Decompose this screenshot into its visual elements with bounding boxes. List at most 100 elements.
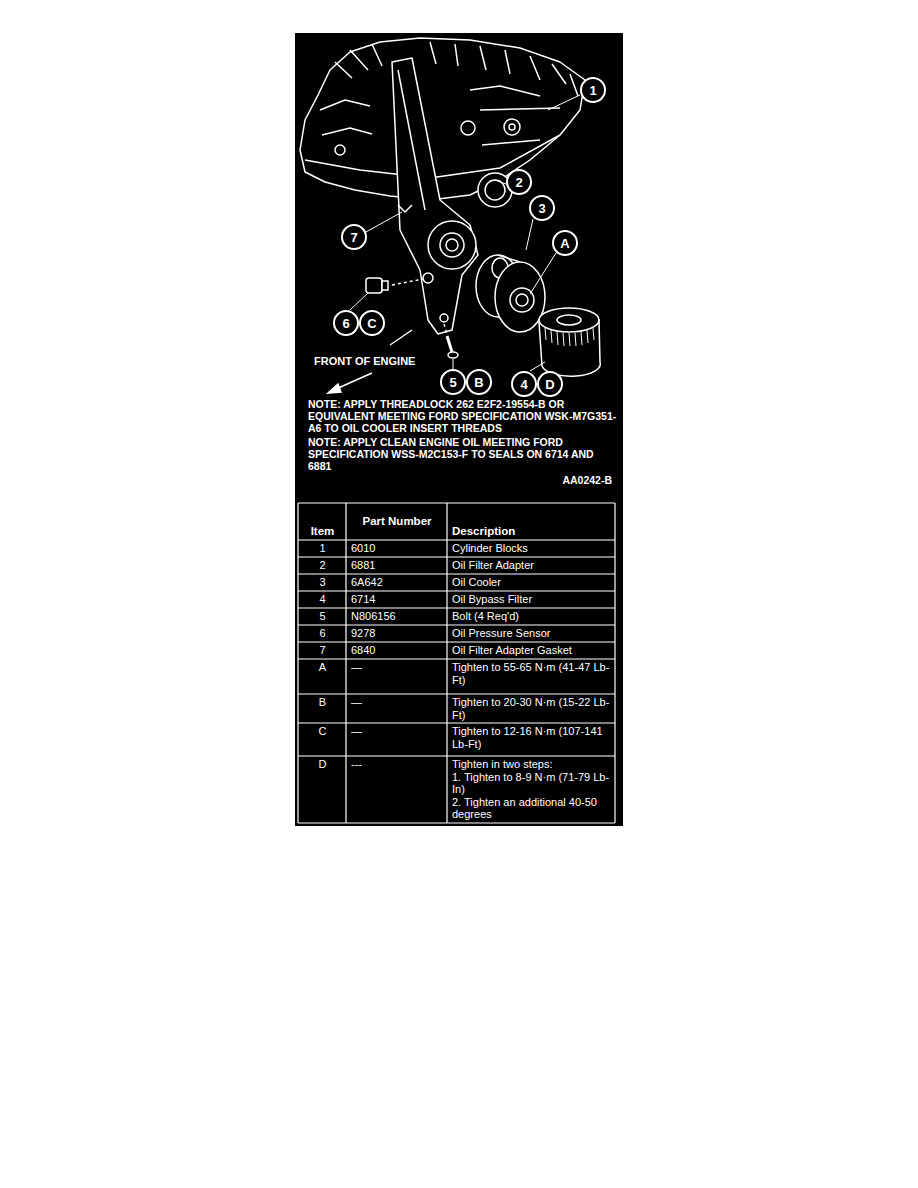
table-text: Tighten to 12-16 N·m (107-141 Lb-Ft) (452, 725, 611, 750)
table-cell: Oil Filter Adapter (447, 557, 615, 574)
oil-bypass-filter (545, 328, 594, 346)
table-rule (446, 503, 447, 823)
table-cell: — (346, 659, 447, 694)
table-text: 2 (319, 559, 325, 572)
oil-bypass-filter (557, 315, 581, 325)
leader-line (548, 95, 580, 110)
oil-filter-adapter (440, 314, 448, 322)
cylinder-block (335, 42, 578, 96)
table-cell: Part Number (346, 503, 447, 540)
callout-number: 3 (538, 202, 545, 215)
oil-cooler (476, 255, 545, 332)
table-cell: 6881 (346, 557, 447, 574)
table-text: 6714 (351, 593, 443, 606)
table-text: N806156 (351, 610, 443, 623)
leader-line (350, 95, 580, 371)
leader-line (453, 359, 454, 369)
bolt (444, 324, 458, 358)
oil-pressure-sensor (366, 278, 382, 293)
cylinder-block (461, 121, 475, 135)
callout-number: A (560, 237, 569, 250)
table-cell: 1 (298, 540, 346, 557)
table-cell: 3 (298, 574, 346, 591)
table-text: 1 (319, 542, 325, 555)
callout-number: 2 (515, 176, 522, 189)
table-rule (345, 503, 346, 823)
callout-number: 5 (449, 376, 456, 389)
black-panel (295, 33, 623, 826)
callout-circle: 6 (333, 310, 359, 336)
table-cell: Oil Bypass Filter (447, 591, 615, 608)
cylinder-block (509, 124, 515, 130)
oil-bypass-filter (539, 308, 599, 332)
table-cell: C (298, 723, 346, 756)
oil-filter-adapter (428, 221, 476, 269)
front-of-engine-arrow (336, 373, 372, 389)
oil-pressure-sensor (382, 281, 388, 290)
bolt (444, 324, 447, 334)
notes-block: NOTE: APPLY THREADLOCK 262 E2F2-19554-B … (308, 398, 618, 488)
table-rule (297, 503, 298, 823)
table-cell: 5 (298, 608, 346, 625)
table-text: Cylinder Blocks (452, 542, 611, 555)
oil-filter-adapter (423, 273, 433, 283)
table-cell: 6840 (346, 642, 447, 659)
cylinder-block (320, 86, 540, 135)
table-text: Bolt (4 Req'd) (452, 610, 611, 623)
table-cell: Item (298, 503, 346, 540)
table-text: 6 (319, 627, 325, 640)
table-text: --- (351, 758, 443, 771)
table-grid (298, 503, 615, 823)
table-cell: — (346, 723, 447, 756)
leader-line (530, 253, 556, 294)
table-cell: 9278 (346, 625, 447, 642)
oil-cooler (495, 262, 545, 332)
table-cell: Tighten to 20-30 N·m (15-22 Lb-Ft) (447, 694, 615, 723)
table-text: D (319, 758, 327, 771)
cylinder-block (300, 38, 585, 200)
table-text: 6A642 (351, 576, 443, 589)
direction-label: FRONT OF ENGINE (314, 355, 415, 367)
oil-cooler (516, 294, 528, 306)
front-of-engine-arrow (390, 330, 412, 345)
callout-number: 4 (520, 378, 527, 391)
table-cell: Cylinder Blocks (447, 540, 615, 557)
cylinder-block (480, 108, 560, 145)
callout-circle: 5 (440, 369, 466, 395)
callout-number: 1 (589, 84, 596, 97)
table-cell: Description (447, 503, 615, 540)
table-text: A (319, 661, 326, 674)
table-text: Oil Pressure Sensor (452, 627, 611, 640)
table-cell: --- (346, 756, 447, 823)
table-cell: N806156 (346, 608, 447, 625)
table-cell: 6010 (346, 540, 447, 557)
note-text: NOTE: APPLY CLEAN ENGINE OIL MEETING FOR… (308, 436, 618, 472)
table-cell: A (298, 659, 346, 694)
table-text: Description (452, 525, 611, 538)
callout-number: B (474, 376, 483, 389)
table-text: 7 (319, 644, 325, 657)
table-cell: D (298, 756, 346, 823)
oil-bypass-filter (539, 308, 600, 376)
front-of-engine-arrow (328, 384, 341, 393)
oil-pressure-sensor (392, 279, 423, 285)
table-cell: Bolt (4 Req'd) (447, 608, 615, 625)
table-text: Oil Filter Adapter Gasket (452, 644, 611, 657)
table-cell: Tighten to 12-16 N·m (107-141 Lb-Ft) (447, 723, 615, 756)
leader-line (350, 293, 368, 310)
callout-number: D (545, 378, 554, 391)
callout-circle: B (466, 369, 492, 395)
callout-circle: C (359, 310, 385, 336)
table-text: C (319, 725, 327, 738)
table-cell: 4 (298, 591, 346, 608)
oil-filter-adapter (440, 233, 464, 257)
table-text: — (351, 725, 443, 738)
callout-circle: 4 (511, 371, 537, 397)
callout-circle: 3 (529, 195, 555, 221)
table-cell: Tighten to 55-65 N·m (41-47 Lb-Ft) (447, 659, 615, 694)
leader-line (530, 362, 545, 371)
table-text: 6010 (351, 542, 443, 555)
table-cell: 6 (298, 625, 346, 642)
table-cell: 7 (298, 642, 346, 659)
